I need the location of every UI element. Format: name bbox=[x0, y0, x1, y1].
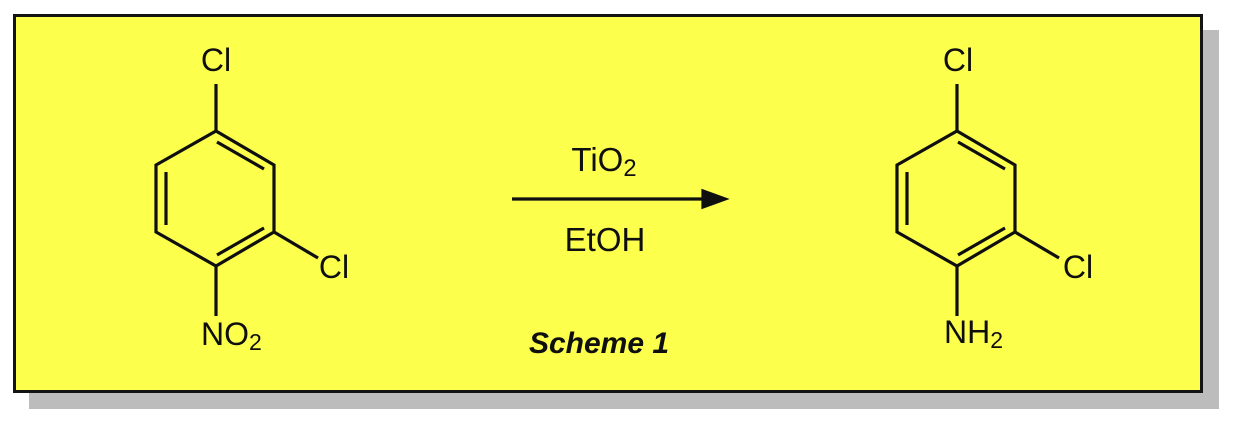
reactant-structure bbox=[154, 84, 319, 316]
reagent-above-arrow-subscript: 2 bbox=[623, 154, 637, 182]
product-amine-group-subscript: 2 bbox=[990, 326, 1004, 353]
reagent-above-arrow-text: TiO bbox=[571, 141, 624, 178]
reactant-nitro-group-label: NO2 bbox=[201, 316, 262, 353]
product-amine-group-label: NH2 bbox=[944, 314, 1003, 351]
reactant-double-bond-lower-right bbox=[216, 226, 265, 257]
reagent-above-arrow-label: TiO2 bbox=[571, 141, 636, 180]
reactant-cl-top-label: Cl bbox=[200, 42, 232, 78]
scheme-panel bbox=[13, 14, 1203, 393]
product-structure bbox=[895, 84, 1060, 316]
solvent-below-arrow-label: EtOH bbox=[564, 221, 646, 258]
product-bond-to-cl-ortho bbox=[1014, 230, 1060, 260]
scheme-caption: Scheme 1 bbox=[528, 327, 670, 360]
reaction-arrow-head bbox=[701, 188, 730, 210]
product-double-bond-upper-right bbox=[957, 140, 1006, 171]
reactant-nitro-group-text: NO bbox=[201, 316, 249, 352]
product-cl-top-label: Cl bbox=[942, 42, 974, 78]
product-cl-ortho-label: Cl bbox=[1062, 249, 1094, 285]
reactant-benzene-ring bbox=[154, 129, 276, 268]
reaction-arrow bbox=[512, 188, 730, 210]
product-benzene-ring bbox=[895, 129, 1017, 268]
product-double-bond-lower-right bbox=[957, 226, 1006, 257]
product-amine-group-text: NH bbox=[944, 314, 991, 350]
reactant-cl-ortho-label: Cl bbox=[318, 249, 350, 285]
reactant-bond-to-cl-ortho bbox=[273, 230, 319, 260]
reactant-double-bond-upper-right bbox=[216, 140, 265, 171]
reactant-nitro-group-subscript: 2 bbox=[249, 328, 262, 355]
